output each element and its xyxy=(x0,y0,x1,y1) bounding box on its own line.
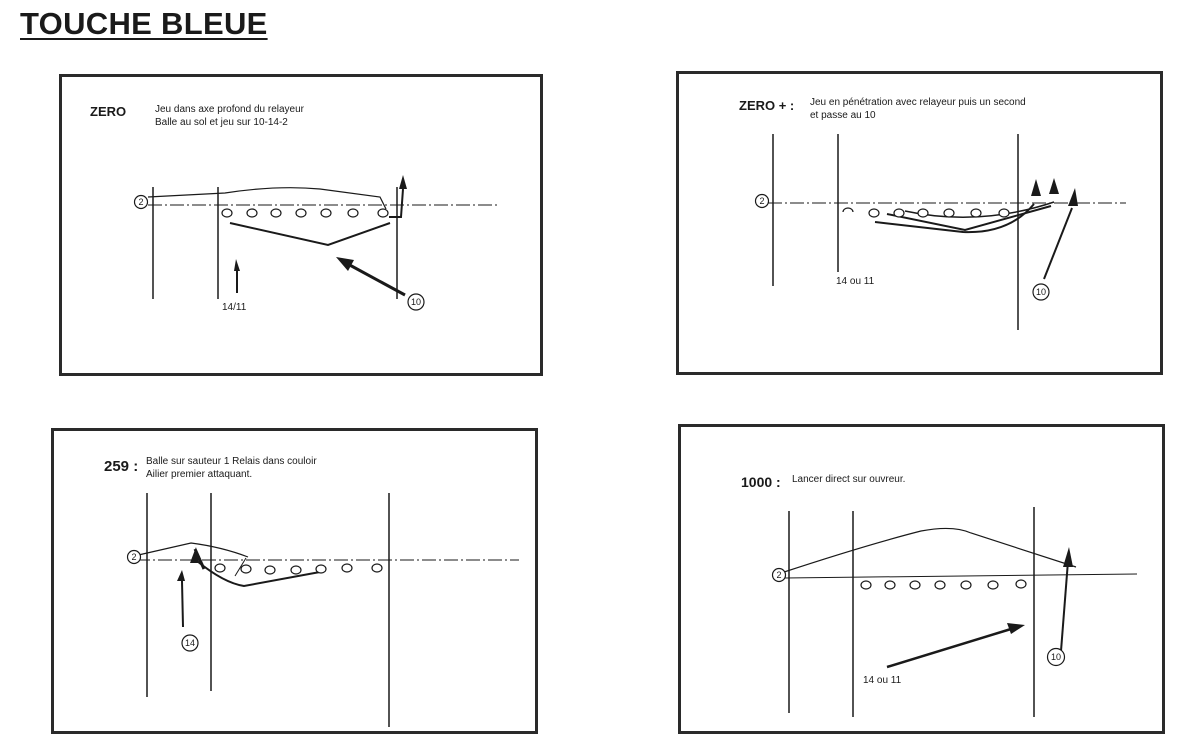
play-description: Jeu dans axe profond du relayeur Balle a… xyxy=(155,104,304,128)
lineout-player xyxy=(1015,579,1027,589)
play-name: 1000 : xyxy=(741,474,781,490)
support-run-path xyxy=(229,222,391,247)
runner-marker: 10 xyxy=(1046,647,1066,667)
lineout-player xyxy=(371,563,383,573)
lifter-arrow-icon xyxy=(1007,623,1025,634)
throw-trajectory xyxy=(147,187,387,210)
lineout-player xyxy=(320,208,332,218)
lineout-player xyxy=(341,563,353,573)
lineout-player xyxy=(893,208,905,218)
lineout-player xyxy=(240,564,252,574)
lineout-player xyxy=(998,208,1010,218)
runner-marker: 10 xyxy=(1032,283,1050,301)
lineout-player xyxy=(295,208,307,218)
play-diagram: 2 10 14 ou 11 xyxy=(754,134,1126,330)
thrower-number: 2 xyxy=(138,197,143,207)
play-description: Jeu en pénétration avec relayeur puis un… xyxy=(810,97,1026,121)
runner-arrow-shaft xyxy=(345,261,406,297)
lineout-player xyxy=(868,208,880,218)
throw-trajectory xyxy=(133,542,249,558)
lineout-player xyxy=(347,208,359,218)
lifter-arrow-shaft xyxy=(886,627,1012,669)
runner-number: 10 xyxy=(411,297,421,307)
play-panel-259: 259 : Balle sur sauteur 1 Relais dans co… xyxy=(51,428,538,734)
lineout-player xyxy=(270,208,282,218)
play-panel-zero-plus: ZERO + : Jeu en pénétration avec relayeu… xyxy=(676,71,1163,375)
thrower-marker: 2 xyxy=(126,549,142,565)
lifter-arrow-icon xyxy=(234,259,240,271)
runner-marker: 10 xyxy=(407,293,425,311)
lineout-player xyxy=(264,565,276,575)
lineout-player xyxy=(246,208,258,218)
line-of-touch xyxy=(784,573,1138,579)
thrower-marker: 2 xyxy=(754,193,770,209)
lineout-player xyxy=(970,208,982,218)
lineout-player xyxy=(960,580,972,590)
runner-number: 10 xyxy=(1051,652,1061,662)
runner-path xyxy=(1060,560,1069,652)
play-description: Balle sur sauteur 1 Relais dans couloir … xyxy=(146,456,317,480)
runner-path xyxy=(1043,207,1073,280)
play-diagram: 2 14 xyxy=(126,493,519,727)
play-panel-1000: 1000 : Lancer direct sur ouvreur. 2 xyxy=(678,424,1165,734)
lineout-player xyxy=(987,580,999,590)
lineout-player xyxy=(377,208,389,218)
runner-arrow-icon xyxy=(336,257,354,271)
lineout-player xyxy=(221,208,233,218)
throw-trajectory xyxy=(780,527,1077,574)
wing-run xyxy=(234,557,247,577)
lineout-player xyxy=(909,580,921,590)
thrower-number: 2 xyxy=(776,570,781,580)
lineout-player xyxy=(934,580,946,590)
second-penetration-run xyxy=(886,205,1052,232)
play-name: 259 : xyxy=(104,458,139,475)
thrower-number: 2 xyxy=(759,196,764,206)
lineout-player xyxy=(315,564,327,574)
lineout-player xyxy=(842,207,854,213)
lifter-label: 14 ou 11 xyxy=(863,675,902,686)
runner-arrow-icon xyxy=(1068,188,1078,206)
runner-number: 10 xyxy=(1036,287,1046,297)
play-name: ZERO xyxy=(90,104,127,119)
jumper-arrow-icon xyxy=(1031,179,1041,196)
lineout-player xyxy=(884,580,896,590)
jumper-lift-path xyxy=(193,548,206,570)
runner-number: 14 xyxy=(185,638,195,648)
jumper-arrow-icon xyxy=(399,175,407,189)
runner-marker: 14 xyxy=(181,634,199,652)
penetration-run xyxy=(874,203,1035,234)
lifter-label: 14/11 xyxy=(222,302,247,313)
runner-arrow-icon xyxy=(1063,547,1073,567)
lineout-player xyxy=(290,565,302,575)
lineout-player xyxy=(943,208,955,218)
play-description: Lancer direct sur ouvreur. xyxy=(792,474,906,485)
relay-run xyxy=(196,560,321,588)
thrower-number: 2 xyxy=(131,552,136,562)
lineout-player xyxy=(214,563,226,573)
second-jumper-arrow-icon xyxy=(1049,178,1059,194)
play-diagram: 2 10 14/11 xyxy=(133,175,498,313)
lifter-label: 14 ou 11 xyxy=(836,276,875,287)
play-name: ZERO + : xyxy=(739,98,795,113)
play-diagram: 2 10 14 ou 11 xyxy=(771,507,1138,717)
lifter-arrow-shaft xyxy=(181,580,184,628)
play-panel-zero: ZERO Jeu dans axe profond du relayeur Ba… xyxy=(59,74,543,376)
thrower-marker: 2 xyxy=(133,194,149,210)
lineout-player xyxy=(917,208,929,218)
lifter-arrow-icon xyxy=(177,570,185,581)
page-title: TOUCHE BLEUE xyxy=(20,6,268,41)
thrower-marker: 2 xyxy=(771,567,787,583)
lineout-player xyxy=(860,580,872,590)
jumper-lift-path xyxy=(389,188,404,218)
